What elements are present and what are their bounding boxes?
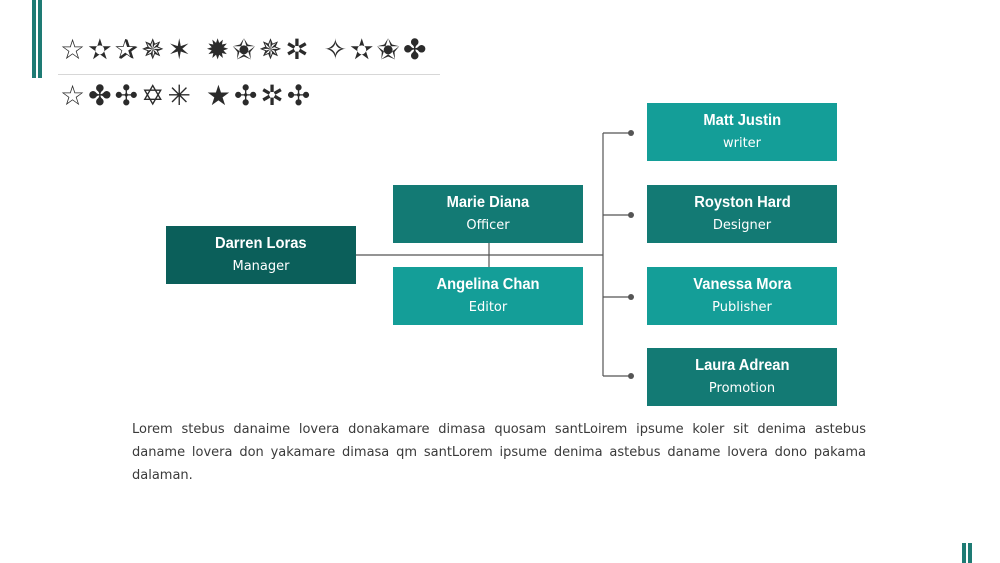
- org-box-name: Vanessa Mora: [692, 276, 792, 293]
- org-box-role: writer: [722, 136, 762, 151]
- slide-title-line-1: ☆✫✰✵✶ ✹✬✵✲ ✧✫✬✤: [60, 33, 430, 66]
- org-box-vanessa-mora: Vanessa Mora Publisher: [647, 267, 837, 325]
- org-box-marie-diana: Marie Diana Officer: [393, 185, 583, 243]
- connector-dot-royston: [628, 212, 634, 218]
- org-box-role: Officer: [466, 218, 510, 233]
- org-box-royston-hard: Royston Hard Designer: [647, 185, 837, 243]
- org-box-name: Laura Adrean: [694, 357, 790, 374]
- bottom-right-accent-bar: [962, 543, 966, 563]
- bottom-right-accent-bar-2: [968, 543, 972, 563]
- body-paragraph: Lorem stebus danaime lovera donakamare d…: [132, 422, 866, 483]
- org-box-name: Darren Loras: [215, 235, 307, 252]
- org-box-role: Publisher: [712, 300, 772, 315]
- top-left-accent-bar: [32, 0, 36, 78]
- org-box-name: Angelina Chan: [436, 276, 540, 293]
- slide-title-line-2: ☆✤✣✡✳ ★✣✲✣: [60, 79, 314, 112]
- org-box-matt-justin: Matt Justin writer: [647, 103, 837, 161]
- connector-dot-vanessa: [628, 294, 634, 300]
- org-box-darren-loras: Darren Loras Manager: [166, 226, 356, 284]
- org-box-laura-adrean: Laura Adrean Promotion: [647, 348, 837, 406]
- org-box-name: Royston Hard: [693, 194, 791, 211]
- org-box-name: Marie Diana: [446, 194, 530, 211]
- org-box-role: Editor: [468, 300, 508, 315]
- title-divider: [58, 74, 440, 75]
- org-box-role: Promotion: [708, 381, 776, 396]
- org-box-name: Matt Justin: [703, 112, 781, 129]
- connector-dot-laura: [628, 373, 634, 379]
- connector-dot-matt: [628, 130, 634, 136]
- org-box-role: Designer: [712, 218, 772, 233]
- top-left-accent-bar-2: [38, 0, 42, 78]
- org-box-role: Manager: [232, 259, 290, 274]
- org-box-angelina-chan: Angelina Chan Editor: [393, 267, 583, 325]
